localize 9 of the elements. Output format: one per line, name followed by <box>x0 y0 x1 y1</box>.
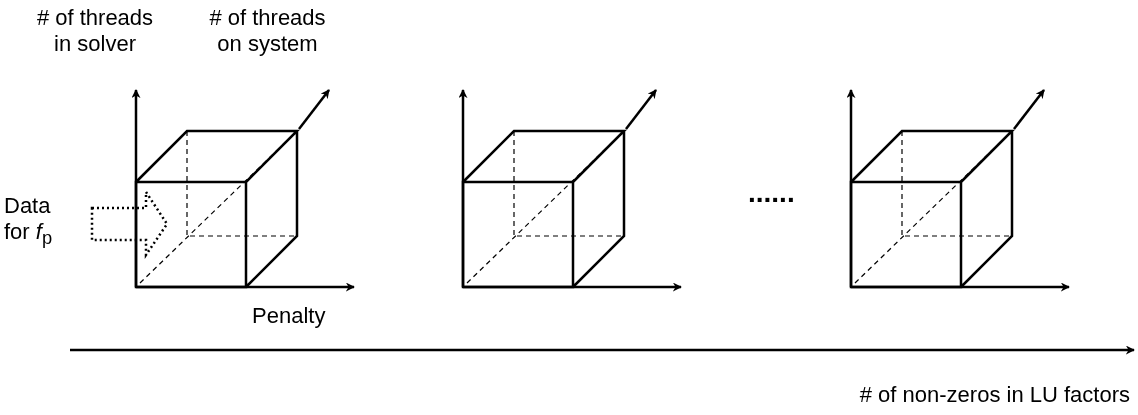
axis-label: Penalty <box>252 303 327 329</box>
input-label: Data for f$_{p}$ <box>4 193 70 252</box>
cube-drawing <box>849 129 1015 289</box>
cube-drawing <box>461 129 627 289</box>
axis-label: # of non-zeros in LU factors <box>858 382 1130 408</box>
axis-label: # of threads on system <box>208 5 327 57</box>
cube-drawing <box>134 129 300 289</box>
axis-label: # of threads in solver <box>35 5 155 57</box>
ellipsis: ...... <box>748 180 796 206</box>
